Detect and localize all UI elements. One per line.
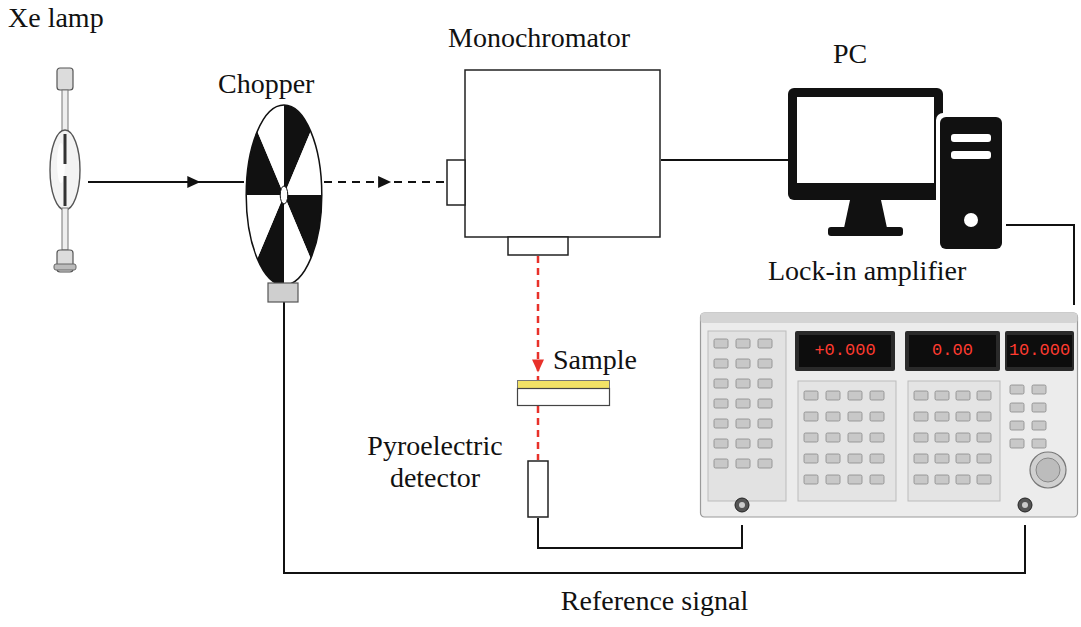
pyroelectric-detector-drawing [527,460,549,518]
lock-in-amplifier: Lock-in amplifier+0.0000.0010.000 [700,305,1078,525]
xe-lamp: Xe lamp [42,68,88,273]
node-label: Lock-in amplifier [768,255,966,287]
monochromator-box: Monochromator [446,70,661,256]
node-label: Chopper [218,68,314,100]
node-label: Sample [553,344,637,376]
pc-icon: PC [788,88,1006,253]
connector [1006,225,1074,305]
connector [538,406,539,460]
optical-chopper: Chopper [244,102,324,302]
pc-icon-drawing [788,88,1006,253]
connector [324,176,446,188]
sample-slab-drawing [517,380,610,406]
connector [532,256,544,380]
xe-lamp-drawing [42,68,88,273]
node-label: PC [833,38,867,70]
node-label: Pyroelectric detector [351,430,519,494]
sample-slab: Sample [517,380,610,406]
node-label: Monochromator [448,22,630,54]
edge-label: Reference signal [557,585,752,617]
lock-in-amplifier-drawing [700,305,1078,525]
monochromator-box-drawing [446,70,661,256]
display-readout: 0.00 [909,335,996,367]
connector [538,518,742,548]
connector [88,176,244,188]
node-label: Xe lamp [8,2,104,34]
display-readout: +0.000 [799,335,891,367]
connector [284,302,1025,573]
optical-chopper-drawing [244,102,324,302]
connector [661,160,788,161]
display-readout: 10.000 [1007,335,1072,367]
pyroelectric-detector: Pyroelectric detector [527,460,549,518]
